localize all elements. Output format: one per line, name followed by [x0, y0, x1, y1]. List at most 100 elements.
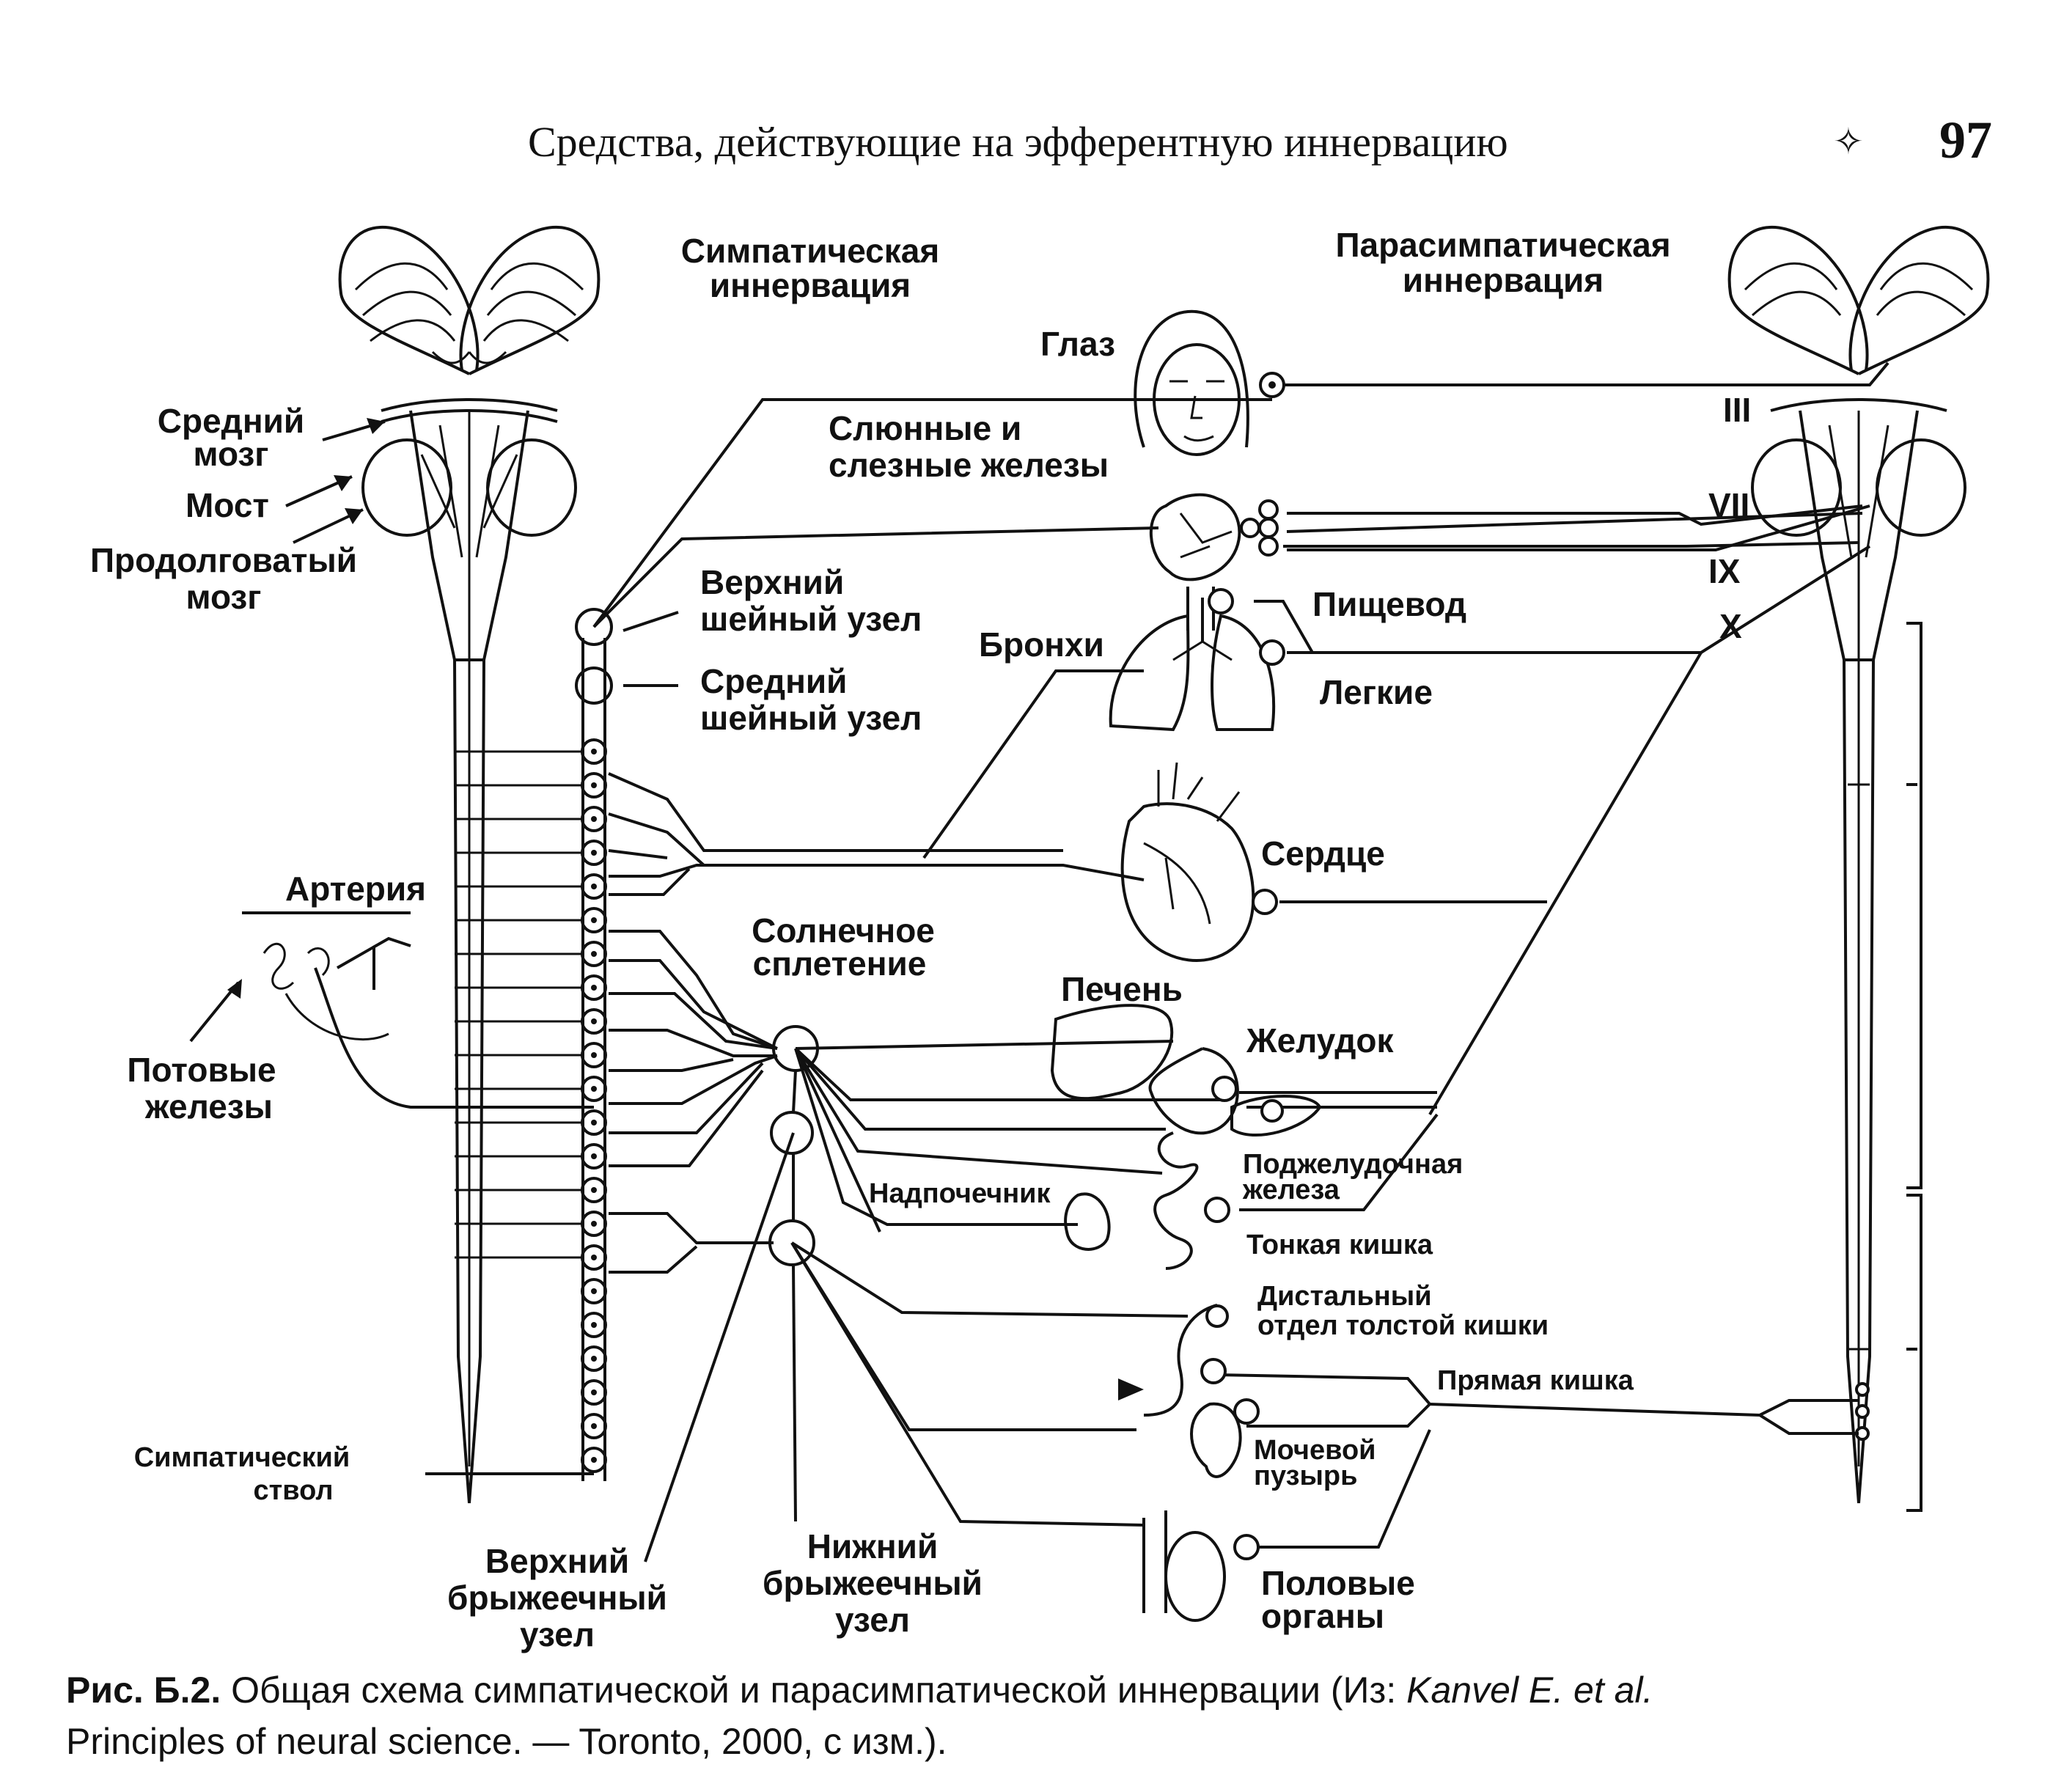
adrenal	[1064, 1192, 1111, 1251]
page-number: 97	[1939, 111, 1992, 169]
label-small-intestine: Тонкая кишка	[1246, 1230, 1433, 1260]
label-genitals-1: Половые	[1261, 1564, 1415, 1602]
label-medulla-2: мозг	[186, 578, 262, 616]
label-adrenal: Надпочечник	[869, 1178, 1051, 1209]
chain-ganglion-dot	[591, 816, 597, 822]
label-distal-colon-2: отдел толстой кишки	[1257, 1310, 1549, 1341]
caption-source-author: Kanvel E. et al.	[1406, 1670, 1653, 1711]
label-celiac-1: Солнечное	[752, 911, 935, 950]
chain-ganglion-dot	[591, 884, 597, 889]
lungs-bronchi	[1109, 587, 1285, 732]
label-parasympathetic-2: иннервация	[1403, 261, 1604, 299]
label-sympathetic-2: иннервация	[710, 266, 911, 304]
label-nerve-ix: IX	[1708, 552, 1741, 590]
stomach-intestines	[1148, 1047, 1322, 1270]
figure-caption: Рис. Б.2. Общая схема симпатической и па…	[66, 1664, 2016, 1767]
label-parasympathetic-1: Парасимпатическая	[1335, 226, 1670, 264]
label-nerve-iii: III	[1723, 391, 1751, 429]
label-inf-mesenteric-2: брыжеечный	[763, 1564, 983, 1602]
label-esophagus: Пищевод	[1312, 585, 1466, 623]
chain-ganglion-dot	[591, 1120, 597, 1125]
label-pancreas-2: железа	[1242, 1175, 1340, 1205]
caption-source-rest: Principles of neural science. — Toronto,…	[66, 1721, 947, 1762]
label-midbrain-2: мозг	[194, 435, 269, 473]
liver	[1050, 1004, 1174, 1101]
genitals	[1142, 1510, 1260, 1622]
salivary-lacrimal-glands	[1150, 493, 1279, 581]
label-distal-colon-1: Дистальный	[1257, 1281, 1432, 1312]
label-bladder-2: пузырь	[1254, 1461, 1358, 1491]
label-celiac-2: сплетение	[753, 944, 927, 983]
parasympathetic-fibres	[1216, 361, 1889, 1549]
label-superior-cervical-1: Верхний	[700, 563, 844, 601]
label-trunk-2: ствол	[253, 1475, 333, 1506]
label-sympathetic-1: Симпатическая	[681, 232, 939, 270]
cord-segments	[455, 750, 583, 1259]
organs	[242, 309, 1322, 1622]
label-middle-cervical-2: шейный узел	[700, 699, 922, 737]
label-sweat-2: железы	[144, 1087, 273, 1125]
label-rectum: Прямая кишка	[1437, 1365, 1634, 1396]
label-lungs: Легкие	[1320, 673, 1433, 711]
labels: Симпатическая иннервация Парасимпатическ…	[90, 226, 1751, 1653]
sympathetic-chain	[575, 608, 613, 1481]
label-heart: Сердце	[1261, 834, 1385, 873]
label-sup-mesenteric-1: Верхний	[485, 1542, 629, 1580]
chain-ganglion-dot	[591, 1322, 597, 1328]
label-pancreas-1: Поджелудочная	[1243, 1149, 1463, 1180]
label-nerve-vii: VII	[1708, 486, 1749, 524]
left-brain	[338, 226, 601, 1504]
chain-ganglion-dot	[591, 1288, 597, 1294]
figure-label: Рис. Б.2.	[66, 1670, 221, 1711]
chain-ganglion-dot	[591, 1423, 597, 1429]
label-medulla-1: Продолговатый	[90, 541, 357, 579]
caption-text: Общая схема симпатической и парасимпатич…	[221, 1670, 1407, 1711]
label-inf-mesenteric-3: узел	[835, 1601, 910, 1639]
label-superior-cervical-2: шейный узел	[700, 600, 922, 638]
chain-ganglion-dot	[591, 917, 597, 923]
chain-ganglion-dot	[591, 1221, 597, 1227]
label-inf-mesenteric-1: Нижний	[807, 1527, 938, 1565]
chain-ganglion-dot	[591, 749, 597, 754]
label-genitals-2: органы	[1261, 1597, 1384, 1635]
label-trunk-1: Симпатический	[134, 1442, 350, 1473]
bladder	[1190, 1402, 1242, 1478]
colon-rectum	[1118, 1304, 1229, 1417]
pointer-arrows	[189, 418, 386, 1043]
label-nerve-x: X	[1719, 607, 1742, 645]
heart	[1120, 762, 1278, 962]
chain-ganglion-dot	[591, 1187, 597, 1193]
superior-cervical-ganglion	[575, 608, 613, 646]
label-bronchi: Бронхи	[979, 625, 1104, 664]
sympathetic-fibres	[284, 398, 1272, 1563]
label-sup-mesenteric-3: узел	[520, 1615, 595, 1653]
label-glands-1: Слюнные и	[829, 409, 1021, 447]
running-header: Средства, действующие на эфферентную инн…	[528, 111, 1994, 183]
label-artery: Артерия	[285, 870, 426, 908]
label-eye: Глаз	[1040, 325, 1115, 363]
chain-ganglion-dot	[591, 951, 597, 957]
label-sweat-1: Потовые	[127, 1051, 276, 1089]
chain-ganglion-dot	[591, 1086, 597, 1092]
chain-ganglion-dot	[591, 1389, 597, 1395]
running-title: Средства, действующие на эфферентную инн…	[528, 118, 1508, 166]
header-ornament-icon: ✧	[1833, 121, 1864, 162]
chain-ganglion-dot	[591, 1052, 597, 1058]
eye-face	[1134, 309, 1285, 456]
chain-ganglion-dot	[591, 1356, 597, 1362]
label-glands-2: слезные железы	[829, 446, 1109, 484]
label-pons: Мост	[186, 486, 269, 524]
middle-cervical-ganglion	[575, 667, 613, 705]
chain-ganglion-dot	[591, 1018, 597, 1024]
chain-ganglion-dot	[591, 1255, 597, 1260]
label-stomach: Желудок	[1246, 1021, 1395, 1060]
chain-ganglion-dot	[591, 782, 597, 788]
chain-ganglion-dot	[591, 1153, 597, 1159]
chain-ganglion-dot	[591, 850, 597, 856]
label-middle-cervical-1: Средний	[700, 662, 847, 700]
chain-ganglion-dot	[591, 985, 597, 991]
label-bladder-1: Мочевой	[1254, 1435, 1376, 1466]
label-midbrain-1: Средний	[158, 402, 304, 440]
right-brain	[1727, 226, 1990, 1512]
